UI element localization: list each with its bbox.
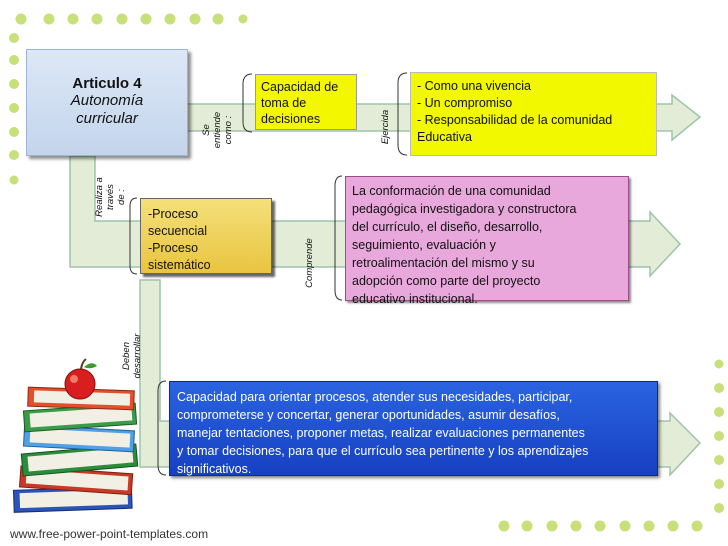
bracket-conformacion: [334, 175, 343, 301]
capacidad-decisiones-box: Capacidad de toma de decisiones: [255, 74, 357, 130]
label-deben-desarrollar: Deben desarrollar: [121, 333, 143, 379]
bracket-proceso: [129, 197, 138, 275]
ejercida-list-box: - Como una vivencia - Un compromiso - Re…: [410, 72, 657, 156]
bracket-ejercida: [397, 72, 408, 156]
label-ejercida: Ejercida: [380, 109, 391, 145]
capacidades-box: Capacidad para orientar procesos, atende…: [169, 381, 658, 476]
label-realiza-a-traves: Realiza a través de :: [94, 177, 127, 217]
label-comprende: Comprende: [304, 238, 315, 288]
article-title-line1: Autonomía: [70, 92, 144, 109]
proceso-box: -Proceso secuencial -Proceso sistemático: [140, 198, 272, 274]
bracket-capacidad: [242, 73, 253, 133]
books-apple-icon: [12, 358, 139, 513]
article-box: Articulo 4 Autonomía curricular: [26, 49, 188, 156]
decorative-dots: [9, 13, 724, 532]
article-number: Articulo 4: [72, 75, 142, 92]
bracket-capacidades: [157, 380, 167, 476]
footer-url: www.free-power-point-templates.com: [10, 527, 209, 541]
article-title-line2: curricular: [76, 110, 138, 127]
label-se-entiende: Se entiende como :: [201, 111, 234, 149]
conformacion-box: La conformación de una comunidad pedagóg…: [345, 176, 629, 306]
